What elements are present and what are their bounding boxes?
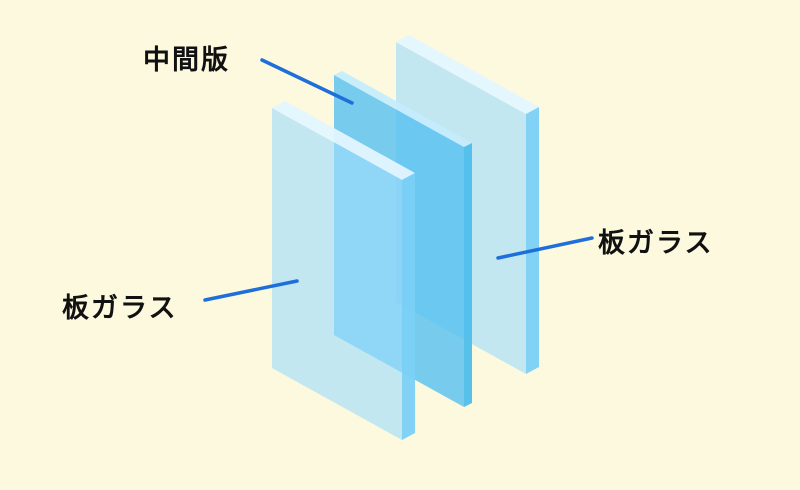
glass-pane-front-face (272, 108, 402, 440)
interlayer-pane-side-edge (464, 143, 472, 407)
leader-line-glass-right (496, 236, 594, 260)
glass-pane-front (272, 101, 415, 440)
interlayer-pane-top-edge (334, 71, 472, 147)
glass-pane-front-top-edge (272, 101, 415, 180)
glass-pane-front-side-edge (402, 173, 415, 440)
glass-label-right: 板ガラス (598, 228, 714, 259)
glass-pane-back-side-edge (526, 107, 539, 374)
interlayer-label: 中間版 (143, 45, 230, 76)
glass-label-left: 板ガラス (62, 293, 178, 324)
leader-line-interlayer (260, 58, 354, 105)
leader-line-glass-left (203, 279, 299, 302)
glass-pane-back-top-edge (396, 35, 539, 114)
